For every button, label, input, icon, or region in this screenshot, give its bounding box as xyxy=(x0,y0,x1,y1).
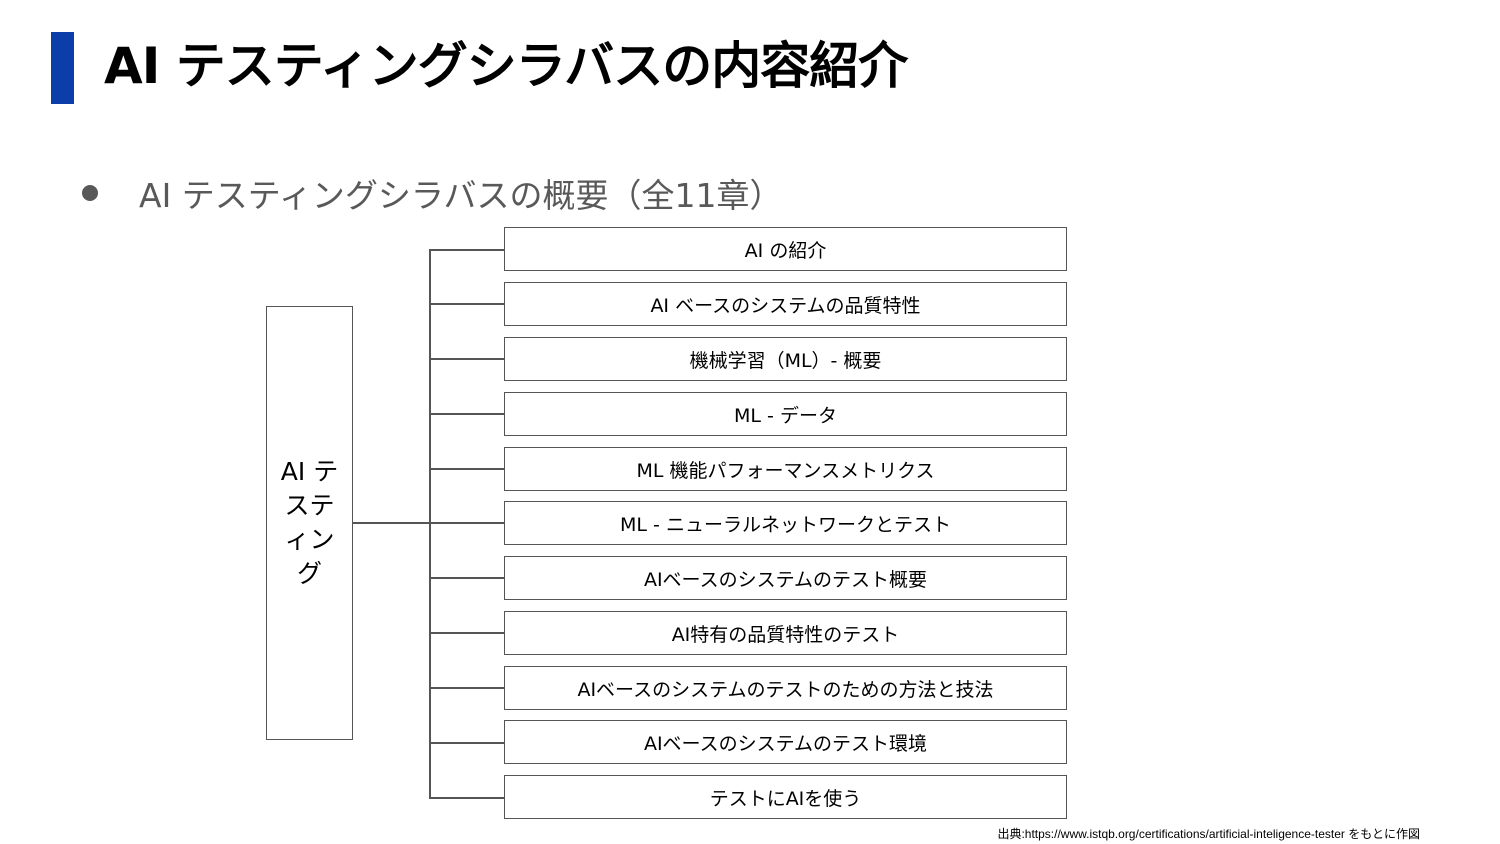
branch-line-7 xyxy=(429,577,504,579)
root-node-box: AI テスティング xyxy=(266,306,353,740)
bullet-dot-icon xyxy=(82,185,98,201)
page-title: AI テスティングシラバスの内容紹介 xyxy=(104,37,908,95)
chapter-box-3: 機械学習（ML）- 概要 xyxy=(504,337,1067,381)
chapter-box-1: AI の紹介 xyxy=(504,227,1067,271)
branch-line-9 xyxy=(429,687,504,689)
chapter-box-6: ML - ニューラルネットワークとテスト xyxy=(504,501,1067,545)
root-connector-line xyxy=(353,522,430,524)
bullet-text: AI テスティングシラバスの概要（全11章） xyxy=(139,176,783,215)
chapter-box-4: ML - データ xyxy=(504,392,1067,436)
chapter-box-7: AIベースのシステムのテスト概要 xyxy=(504,556,1067,600)
chapter-box-10: AIベースのシステムのテスト環境 xyxy=(504,720,1067,764)
branch-line-1 xyxy=(429,249,504,251)
branch-line-3 xyxy=(429,358,504,360)
chapter-box-2: AI ベースのシステムの品質特性 xyxy=(504,282,1067,326)
chapter-box-5: ML 機能パフォーマンスメトリクス xyxy=(504,447,1067,491)
branch-line-10 xyxy=(429,742,504,744)
branch-line-11 xyxy=(429,797,504,799)
branch-line-8 xyxy=(429,632,504,634)
branch-line-6 xyxy=(429,522,504,524)
chapter-box-11: テストにAIを使う xyxy=(504,775,1067,819)
branch-line-4 xyxy=(429,413,504,415)
source-citation: 出典:https://www.istqb.org/certifications/… xyxy=(997,827,1420,841)
title-accent-bar xyxy=(51,32,74,104)
chapter-box-9: AIベースのシステムのテストのための方法と技法 xyxy=(504,666,1067,710)
chapter-box-8: AI特有の品質特性のテスト xyxy=(504,611,1067,655)
root-node-label: AI テスティング xyxy=(280,457,339,588)
branch-line-2 xyxy=(429,303,504,305)
branch-line-5 xyxy=(429,468,504,470)
bullet-item: AI テスティングシラバスの概要（全11章） xyxy=(80,168,782,218)
